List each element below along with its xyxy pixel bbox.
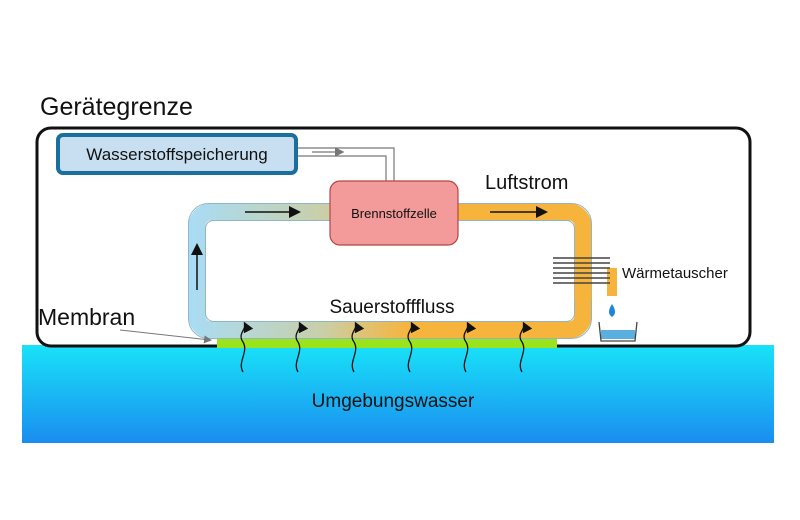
hydrogen-storage-label: Wasserstoffspeicherung: [86, 145, 267, 164]
wavy-arrow-icon: [240, 321, 254, 373]
water-droplet-icon: [609, 304, 615, 317]
water-collector-icon: [598, 321, 638, 342]
wavy-arrow-icon: [463, 321, 477, 373]
wavy-arrow-icon: [519, 321, 533, 373]
fuel-cell-label: Brennstoffzelle: [351, 206, 437, 221]
device-boundary-label: Gerätegrenze: [40, 93, 193, 121]
oxygen-flow-label: Sauerstofffluss: [330, 297, 455, 318]
hydrogen-storage-box: [56, 133, 298, 175]
wavy-arrow-icon: [295, 321, 309, 373]
ambient-water: [22, 345, 774, 443]
wavy-arrow-icon: [351, 321, 365, 373]
heat-exchanger-label: Wärmetauscher: [622, 265, 728, 282]
hydrogen-line: [297, 147, 395, 184]
heat-exchanger-fins-icon: [553, 257, 610, 284]
membrane-label: Membran: [38, 304, 135, 330]
ambient-water-label: Umgebungswasser: [312, 391, 475, 412]
wavy-arrow-group: [240, 321, 533, 373]
fuel-cell-box: [329, 180, 459, 246]
membrane-pointer: [119, 329, 212, 344]
wavy-arrow-icon: [407, 321, 421, 373]
hydrogen-line-inner: [297, 155, 387, 184]
airflow-label: Luftstrom: [485, 172, 568, 194]
